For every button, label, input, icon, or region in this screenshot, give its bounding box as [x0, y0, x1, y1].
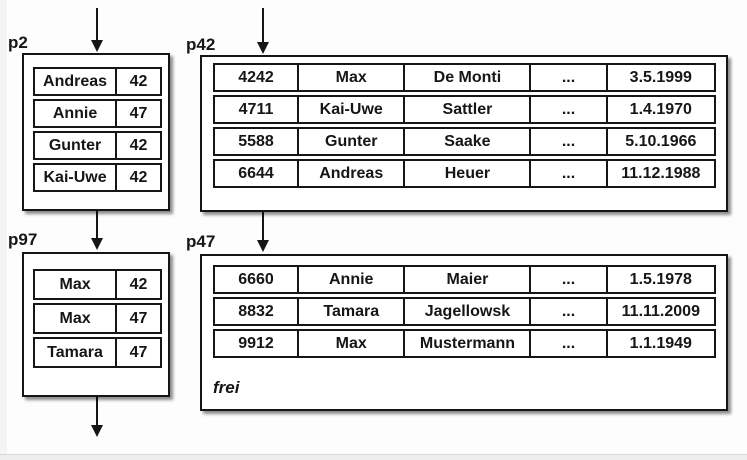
- table-cell: Maier: [403, 267, 529, 292]
- table-cell: 11.12.1988: [605, 161, 714, 186]
- arrow-head-icon: [257, 240, 269, 252]
- table-cell: Heuer: [403, 161, 529, 186]
- ellipsis-cell: ...: [529, 267, 605, 292]
- table-row: Max 47: [33, 303, 162, 334]
- table-cell: De Monti: [403, 65, 529, 90]
- table-cell: Andreas: [297, 161, 403, 186]
- arrow-head-icon: [91, 40, 103, 52]
- left-edge-strip: [0, 0, 7, 460]
- arrow-head-icon: [91, 425, 103, 437]
- table-cell: Jagellowsk: [403, 299, 529, 324]
- table-cell: Annie: [52, 104, 98, 122]
- table-cell: Max: [59, 309, 91, 327]
- page-label-p47: p47: [186, 232, 216, 251]
- table-cell: 6660: [238, 270, 274, 288]
- table-cell: Annie: [297, 267, 403, 292]
- table-cell: Tamara: [297, 299, 403, 324]
- table-row: Gunter 42: [33, 131, 162, 160]
- table-cell: Max: [297, 65, 403, 90]
- table-cell: 8832: [238, 302, 274, 320]
- page-label-p97: p97: [8, 230, 38, 249]
- table-cell: 47: [115, 101, 160, 126]
- table-cell: 11.11.2009: [605, 299, 714, 324]
- free-space-label: frei: [213, 378, 240, 397]
- ellipsis-cell: ...: [529, 299, 605, 324]
- table-cell: 47: [115, 305, 160, 332]
- ellipsis-cell: ...: [529, 65, 605, 90]
- slide-footer-edge: [0, 454, 747, 460]
- arrow-line: [96, 211, 98, 239]
- table-cell: Max: [297, 331, 403, 356]
- table-cell: 4242: [238, 68, 274, 86]
- table-cell: 1.4.1970: [605, 97, 714, 122]
- table-row: Max 42: [33, 269, 162, 300]
- table-cell: 6644: [238, 164, 274, 182]
- ellipsis-cell: ...: [529, 331, 605, 356]
- table-cell: Sattler: [403, 97, 529, 122]
- ellipsis-cell: ...: [529, 97, 605, 122]
- table-cell: 42: [115, 271, 160, 298]
- table-cell: Max: [59, 275, 91, 293]
- arrow-line: [262, 212, 264, 241]
- table-cell: 42: [115, 133, 160, 158]
- table-cell: Gunter: [48, 136, 102, 154]
- table-cell: 3.5.1999: [605, 65, 714, 90]
- table-row: Andreas 42: [33, 67, 162, 96]
- page-label-p2: p2: [8, 33, 28, 52]
- arrow-head-icon: [257, 42, 269, 54]
- arrow-line: [96, 397, 98, 426]
- table-cell: 5588: [238, 132, 274, 150]
- table-cell: 4711: [238, 100, 274, 118]
- table-cell: 42: [115, 165, 160, 190]
- table-cell: 42: [115, 69, 160, 94]
- table-cell: Andreas: [43, 72, 108, 90]
- table-cell: Gunter: [297, 129, 403, 154]
- table-cell: 9912: [238, 334, 274, 352]
- table-cell: Saake: [403, 129, 529, 154]
- ellipsis-cell: ...: [529, 129, 605, 154]
- table-cell: Tamara: [47, 343, 103, 361]
- table-cell: Kai-Uwe: [43, 168, 107, 186]
- table-cell: 5.10.1966: [605, 129, 714, 154]
- table-row: Tamara 47: [33, 337, 162, 368]
- table-cell: 47: [115, 339, 160, 366]
- table-cell: 1.5.1978: [605, 267, 714, 292]
- table-cell: Kai-Uwe: [297, 97, 403, 122]
- page-label-p42: p42: [186, 35, 216, 54]
- table-row: Annie 47: [33, 99, 162, 128]
- table-cell: Mustermann: [403, 331, 529, 356]
- table-cell: 1.1.1949: [605, 331, 714, 356]
- arrow-line: [262, 8, 264, 43]
- arrow-line: [96, 8, 98, 41]
- arrow-head-icon: [91, 238, 103, 250]
- ellipsis-cell: ...: [529, 161, 605, 186]
- table-row: Kai-Uwe 42: [33, 163, 162, 192]
